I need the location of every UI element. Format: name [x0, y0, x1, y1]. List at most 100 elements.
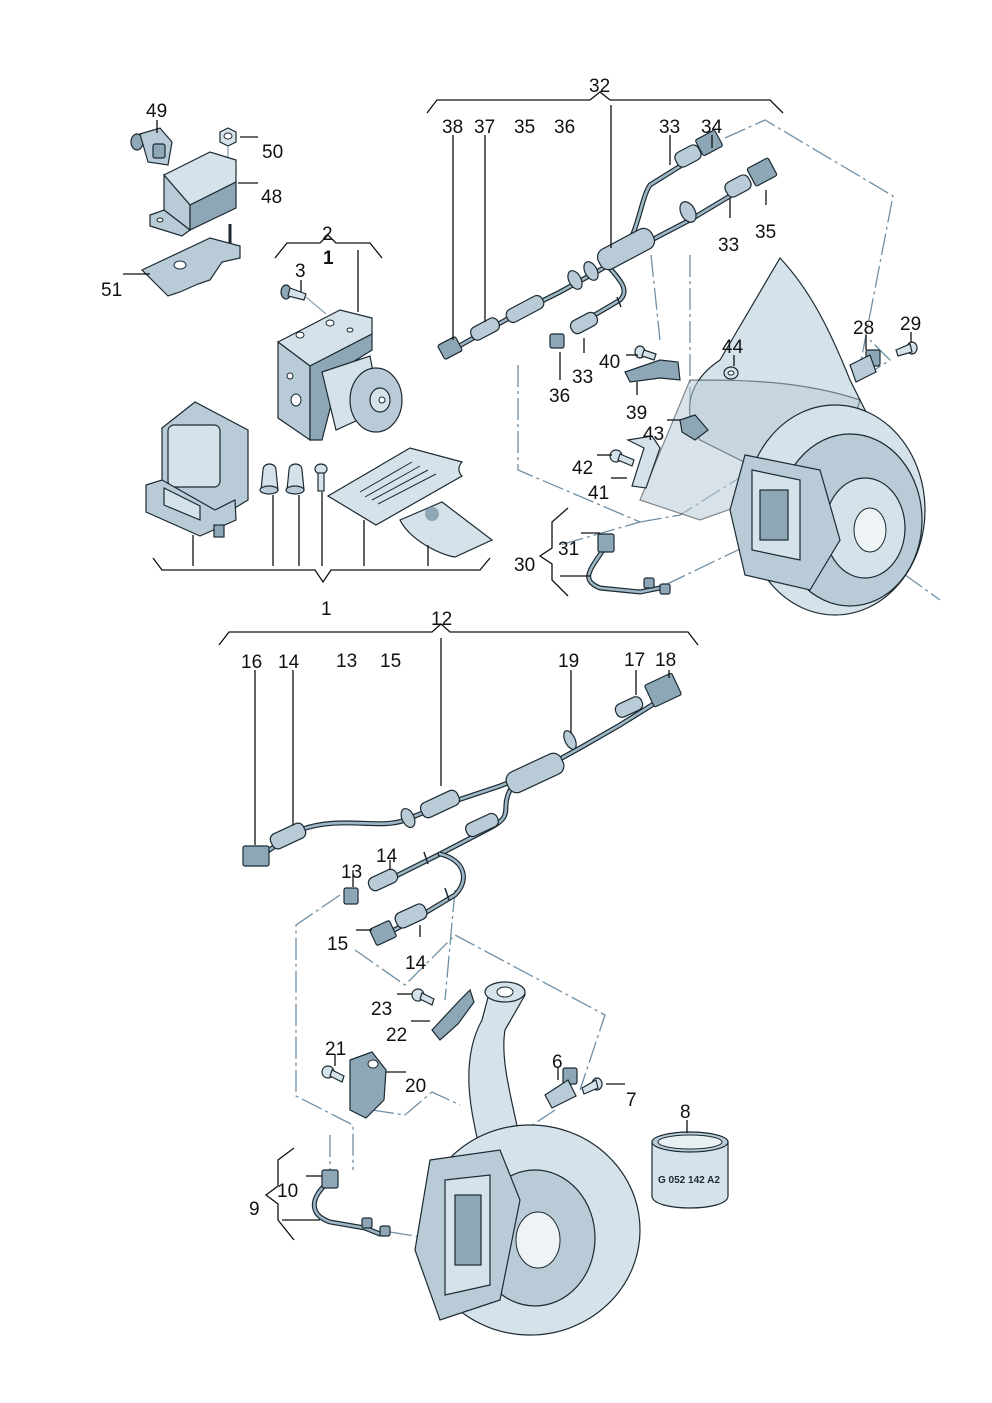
control-unit-kit-1: [145, 401, 494, 558]
label-35-top: 35: [514, 117, 535, 138]
label-13-top: 13: [336, 651, 357, 672]
bolt-29: [895, 341, 918, 357]
instruction-sheet: [326, 447, 464, 526]
label-39: 39: [626, 403, 647, 424]
label-7: 7: [626, 1090, 637, 1111]
label-19: 19: [558, 651, 579, 672]
label-21: 21: [325, 1039, 346, 1060]
acceleration-sensor-group: [130, 127, 241, 297]
bracket-40: [624, 345, 681, 383]
label-34: 34: [701, 117, 723, 138]
harness-junction: [596, 227, 656, 271]
part-labels: 49 50 48 51 2 1 3 1 32 38 37 35 36 33 34…: [101, 76, 921, 1220]
label-40: 40: [599, 352, 620, 373]
label-22: 22: [386, 1025, 407, 1046]
connector-38: [437, 336, 463, 360]
label-10: 10: [277, 1181, 298, 1202]
label-35-right: 35: [755, 222, 776, 243]
grease-packet: [399, 501, 494, 558]
label-44: 44: [722, 337, 744, 358]
label-6: 6: [552, 1052, 563, 1073]
wear-indicator-30: [586, 533, 671, 595]
connector-49: [130, 127, 173, 166]
label-3: 3: [295, 261, 306, 282]
bolt-42: [609, 449, 635, 467]
label-20: 20: [405, 1076, 426, 1097]
label-18: 18: [655, 650, 676, 671]
label-12: 12: [431, 609, 452, 630]
label-30: 30: [514, 555, 535, 576]
label-42: 42: [572, 458, 593, 479]
connector-34: [695, 129, 723, 157]
connector-35: [746, 157, 778, 187]
label-33-top: 33: [659, 117, 680, 138]
bracket-51: [140, 224, 241, 297]
label-16: 16: [241, 652, 262, 673]
harness-junction-rear: [505, 752, 565, 794]
connector-15: [369, 920, 397, 946]
caliper-rear: [414, 1149, 521, 1321]
bracket-22: [431, 988, 475, 1041]
grommet-2: [285, 463, 305, 495]
connector-10: [321, 1169, 339, 1189]
label-28: 28: [853, 318, 874, 339]
label-49: 49: [146, 101, 167, 122]
label-38: 38: [442, 117, 463, 138]
acceleration-sensor-48: [149, 151, 237, 237]
label-36-top: 36: [554, 117, 575, 138]
grommet-1: [259, 463, 279, 495]
label-31: 31: [558, 539, 579, 560]
leader-lines: [123, 105, 912, 1221]
sleeve-8: G 052 142 A2: [651, 1131, 729, 1209]
front-harness-32: [437, 129, 778, 360]
label-50: 50: [262, 142, 283, 163]
label-14-top: 14: [278, 652, 300, 673]
clip-39: [679, 414, 709, 441]
label-51: 51: [101, 280, 122, 301]
label-14-mid: 14: [376, 846, 398, 867]
label-37: 37: [474, 117, 495, 138]
nut-44: [723, 366, 739, 380]
label-15-low: 15: [327, 934, 348, 955]
bolt-23: [411, 988, 435, 1006]
hydraulic-unit-2: [276, 309, 403, 442]
label-8: 8: [680, 1102, 691, 1123]
connector-18: [644, 672, 682, 708]
bolt-7: [581, 1077, 603, 1095]
front-wheel-assembly: [609, 257, 926, 616]
nut-50: [219, 127, 237, 166]
part-stamp: G 052 142 A2: [658, 1175, 720, 1186]
connector-31: [597, 533, 615, 553]
rear-harness-12: [242, 672, 682, 946]
caliper-front: [729, 454, 841, 591]
screw: [314, 463, 328, 492]
label-48: 48: [261, 187, 282, 208]
label-41: 41: [588, 483, 609, 504]
label-33-mid: 33: [718, 235, 739, 256]
group-brackets: [152, 91, 784, 1241]
label-32: 32: [589, 76, 610, 97]
rear-wheel-assembly: [321, 981, 641, 1336]
label-17: 17: [624, 650, 645, 671]
label-23: 23: [371, 999, 392, 1020]
label-9: 9: [249, 1199, 260, 1220]
wheel-bearing-housing: [468, 981, 526, 1151]
connector-13: [343, 887, 359, 905]
label-43: 43: [643, 424, 664, 445]
label-13-mid: 13: [341, 862, 362, 883]
label-2: 2: [322, 224, 333, 245]
connector-36: [549, 333, 565, 349]
wheel-speed-sensor-6: [544, 1067, 578, 1109]
bracket-43: [626, 435, 661, 489]
bolt-3: [280, 284, 327, 315]
clip-19: [563, 730, 577, 750]
control-unit: [145, 401, 249, 538]
connector-16: [242, 845, 270, 867]
label-1-kit: 1: [321, 599, 332, 620]
bolt-21: [321, 1065, 345, 1083]
wheel-speed-sensor-28: [849, 349, 881, 383]
label-15-top: 15: [380, 651, 401, 672]
bracket-20: [349, 1051, 387, 1119]
label-33-low: 33: [572, 367, 593, 388]
